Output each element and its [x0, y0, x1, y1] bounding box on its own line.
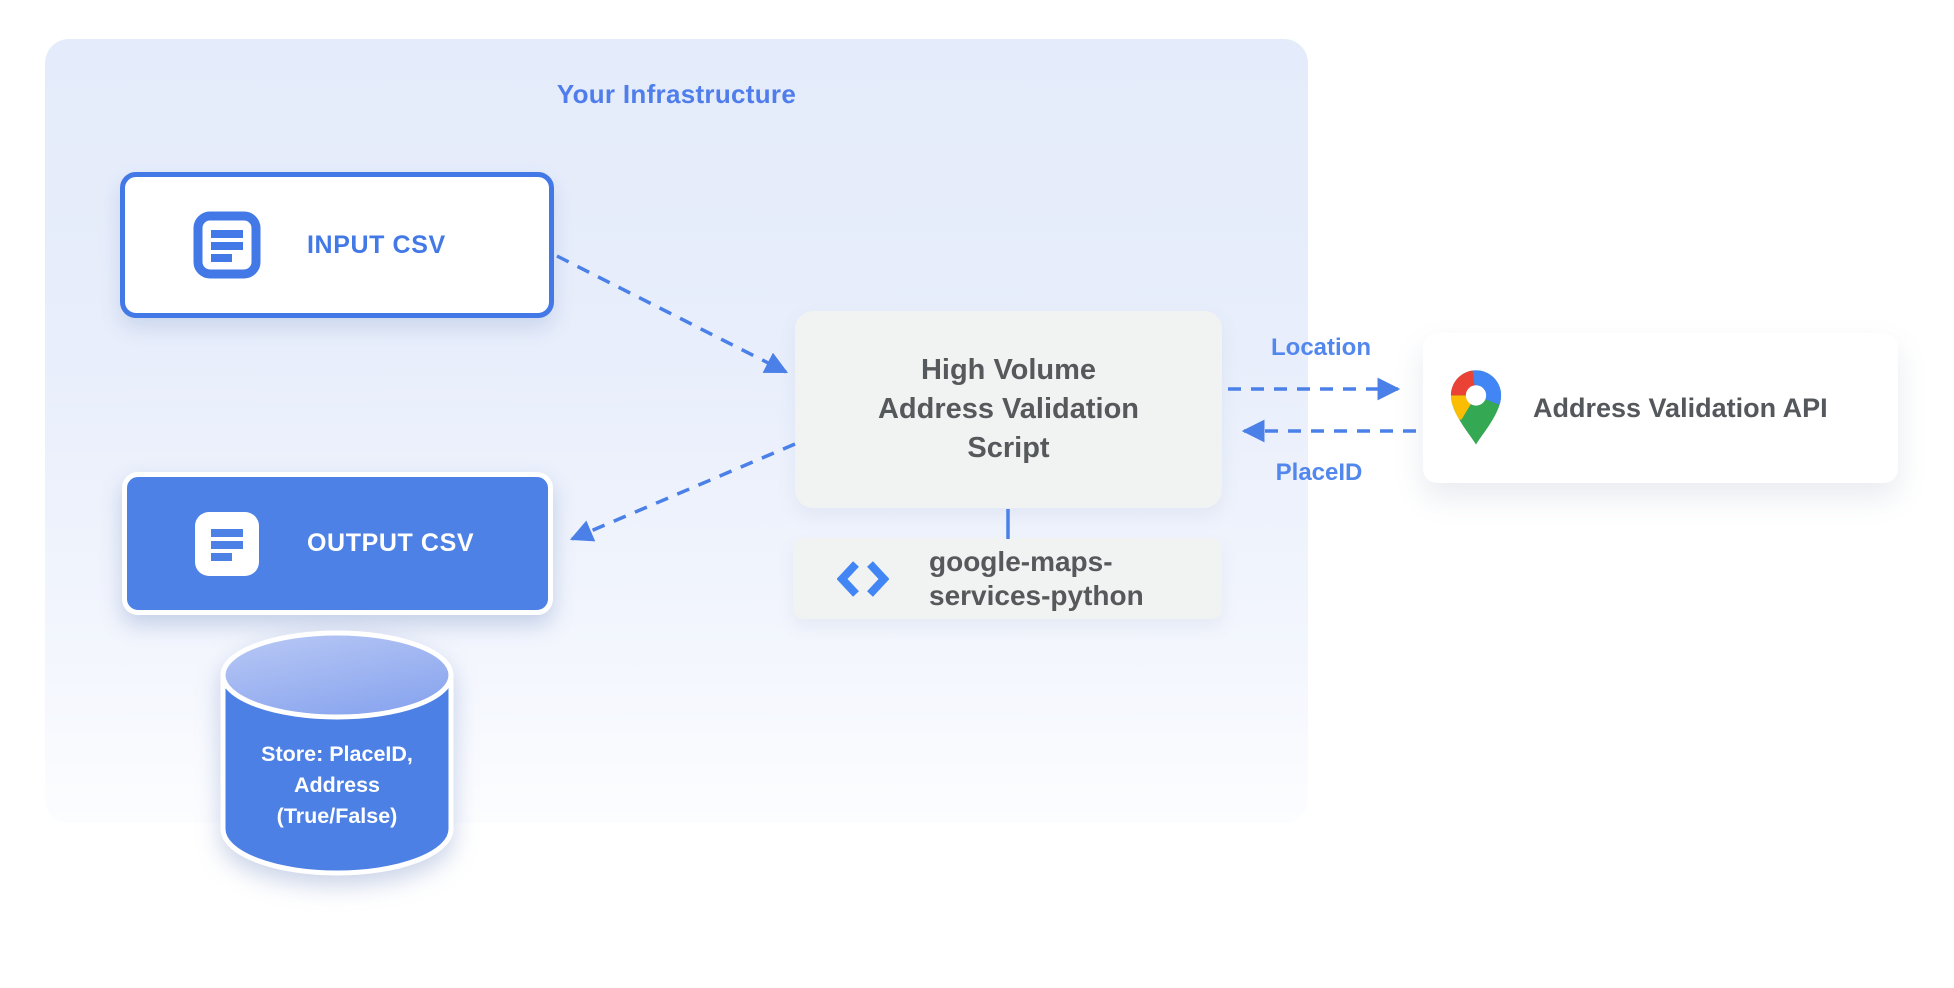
script-label-line3: Script: [967, 432, 1050, 464]
script-node: High Volume Address Validation Script: [795, 311, 1222, 508]
datastore-label-line3: (True/False): [276, 804, 398, 828]
api-node: Address Validation API: [1423, 333, 1898, 483]
datastore-label: Store: PlaceID, Address (True/False): [217, 739, 457, 832]
script-label-line1: High Volume: [920, 354, 1097, 386]
document-icon: [193, 211, 261, 279]
edge-label-location: Location: [1271, 334, 1371, 361]
output-csv-label: OUTPUT CSV: [307, 529, 475, 557]
datastore-label-line2: Address: [293, 773, 381, 797]
infrastructure-title: Your Infrastructure: [556, 79, 797, 109]
api-label: Address Validation API: [1533, 392, 1828, 423]
input-csv-label: INPUT CSV: [307, 230, 446, 259]
google-maps-pin-icon: [1450, 370, 1502, 445]
library-node: google-maps- services-python: [793, 538, 1222, 619]
library-label-line2: services-python: [929, 579, 1144, 611]
code-icon: [837, 560, 889, 597]
datastore-node: Store: PlaceID, Address (True/False): [217, 629, 457, 881]
datastore-label-line1: Store: PlaceID,: [261, 742, 413, 766]
edge-label-placeid: PlaceID: [1275, 459, 1363, 486]
output-csv-node: OUTPUT CSV: [122, 472, 553, 615]
database-cylinder-icon: [220, 630, 454, 876]
library-label-line1: google-maps-: [929, 545, 1113, 577]
library-label: google-maps- services-python: [929, 545, 1144, 613]
script-label-line2: Address Validation: [877, 393, 1140, 425]
input-csv-node: INPUT CSV: [120, 172, 554, 318]
document-icon: [195, 511, 259, 576]
